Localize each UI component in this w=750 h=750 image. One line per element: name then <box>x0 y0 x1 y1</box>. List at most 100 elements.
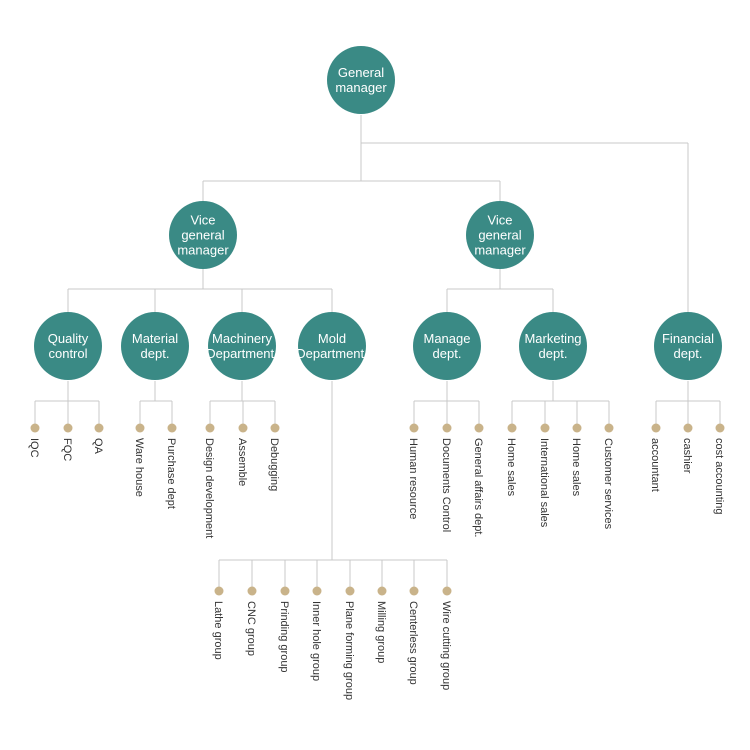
leaf-label: Home sales <box>570 438 582 497</box>
leaf-label: cost accounting <box>713 438 725 514</box>
leaf-item: Ware house <box>133 423 145 497</box>
node-financial-dept-label: Financial <box>662 331 714 346</box>
leaf-label: IQC <box>28 438 40 458</box>
leaf-dot <box>442 586 452 596</box>
leaf-label: Assemble <box>236 438 248 486</box>
node-vice-general-manager-left-circle <box>169 201 237 269</box>
node-material-dept-label: dept. <box>141 346 170 361</box>
leaf-item: Home sales <box>505 423 517 497</box>
leaf-dot <box>715 423 725 433</box>
node-quality-control-label: control <box>48 346 87 361</box>
leaf-dot <box>572 423 582 433</box>
leaf-item: Milling group <box>375 586 387 663</box>
leaf-item: Assemble <box>236 423 248 486</box>
node-manage-dept-circle <box>413 312 481 380</box>
leaf-dot <box>247 586 257 596</box>
leaf-item: Inner hole group <box>310 586 322 681</box>
leaf-item: Customer services <box>602 423 614 530</box>
node-machinery-department-label: Machinery <box>212 331 272 346</box>
leaf-label: Lathe group <box>212 601 224 660</box>
leaf-dot <box>312 586 322 596</box>
leaf-dot <box>409 586 419 596</box>
leaf-label: Prinding group <box>278 601 290 673</box>
node-manage-dept-label: dept. <box>433 346 462 361</box>
leaf-dot <box>604 423 614 433</box>
leaf-dot <box>377 586 387 596</box>
node-vice-general-manager-right-label: Vice <box>487 213 512 228</box>
leaf-label: Customer services <box>602 438 614 530</box>
node-marketing-dept-label: dept. <box>539 346 568 361</box>
node-material-dept-circle <box>121 312 189 380</box>
leaf-label: International sales <box>538 438 550 528</box>
node-mold-department-label: Department. <box>296 346 368 361</box>
leaf-item: Wire cutting group <box>440 586 452 690</box>
node-vice-general-manager-left-label: manager <box>177 243 229 258</box>
leaf-label: Home sales <box>505 438 517 497</box>
node-mold-department-label: Mold <box>318 331 346 346</box>
leaf-item: Plane forming group <box>343 586 355 700</box>
leaf-label: cashier <box>681 438 693 474</box>
leaf-item: General affairs dept. <box>472 423 484 537</box>
node-general-manager-label: General <box>338 65 384 80</box>
leaf-label: Wire cutting group <box>440 601 452 690</box>
leaf-dot <box>63 423 73 433</box>
node-quality-control-circle <box>34 312 102 380</box>
leaf-item: Human resource <box>407 423 419 519</box>
leaf-label: Design development <box>203 438 215 538</box>
node-vice-general-manager-right-label: manager <box>474 243 526 258</box>
leaf-dot <box>442 423 452 433</box>
leaf-label: General affairs dept. <box>472 438 484 537</box>
leaf-label: Plane forming group <box>343 601 355 700</box>
leaf-item: Lathe group <box>212 586 224 660</box>
leaf-dot <box>30 423 40 433</box>
node-general-manager-label: manager <box>335 80 387 95</box>
leaf-dot <box>214 586 224 596</box>
leaf-dot <box>280 586 290 596</box>
leaf-dot <box>94 423 104 433</box>
leaf-label: Purchase dept <box>165 438 177 509</box>
node-vice-general-manager-left-label: general <box>181 228 224 243</box>
leaf-label: Debugging <box>268 438 280 491</box>
leaf-dot <box>238 423 248 433</box>
leaf-dot <box>540 423 550 433</box>
leaf-dot <box>474 423 484 433</box>
leaf-item: cashier <box>681 423 693 474</box>
leaf-dot <box>270 423 280 433</box>
leaf-dot <box>409 423 419 433</box>
leaf-label: Milling group <box>375 601 387 663</box>
leaf-label: Documents Control <box>440 438 452 532</box>
leaf-item: International sales <box>538 423 550 528</box>
leaf-item: Debugging <box>268 423 280 491</box>
leaf-label: CNC group <box>245 601 257 656</box>
node-vice-general-manager-right-circle <box>466 201 534 269</box>
leaf-dot <box>683 423 693 433</box>
leaf-item: accountant <box>649 423 661 492</box>
leaf-item: CNC group <box>245 586 257 656</box>
leaf-dot <box>651 423 661 433</box>
node-material-dept-label: Material <box>132 331 178 346</box>
node-financial-dept-circle <box>654 312 722 380</box>
node-vice-general-manager-right-label: general <box>478 228 521 243</box>
leaf-dot <box>135 423 145 433</box>
leaf-label: accountant <box>649 438 661 492</box>
leaf-item: Documents Control <box>440 423 452 532</box>
leaf-item: IQC <box>28 423 40 458</box>
leaf-item: Prinding group <box>278 586 290 673</box>
node-machinery-department-label: Department. <box>206 346 278 361</box>
node-financial-dept-label: dept. <box>674 346 703 361</box>
leaf-label: QA <box>92 438 104 455</box>
leaf-label: Human resource <box>407 438 419 519</box>
node-general-manager-circle <box>327 46 395 114</box>
node-machinery-department-circle <box>208 312 276 380</box>
leaf-item: QA <box>92 423 104 455</box>
leaf-dot <box>507 423 517 433</box>
